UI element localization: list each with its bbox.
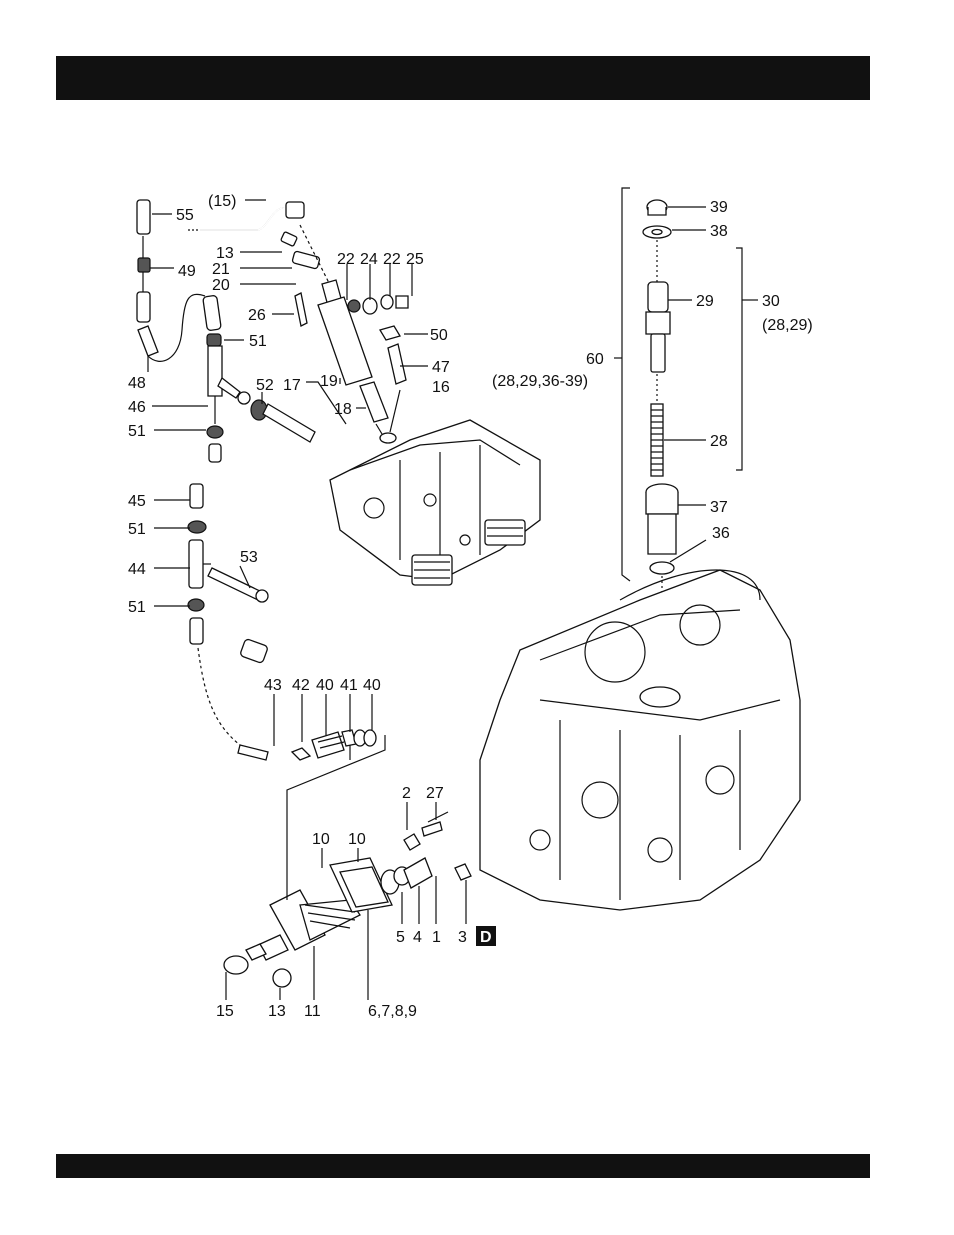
callout-25: 25 xyxy=(406,251,424,268)
callout-36: 36 xyxy=(712,525,730,542)
callout-13-top: 13 xyxy=(216,245,234,262)
callout-15-top: (15) xyxy=(208,193,236,210)
callout-60-sub: (28,29,36-39) xyxy=(492,373,588,390)
callout-51b: 51 xyxy=(128,423,146,440)
callout-51d: 51 xyxy=(128,599,146,616)
cylinder-head xyxy=(330,420,540,585)
callout-41: 41 xyxy=(340,677,358,694)
callout-11: 11 xyxy=(304,1003,321,1020)
callout-49: 49 xyxy=(178,263,196,280)
callout-15-bottom: 15 xyxy=(216,1003,234,1020)
callout-16: 16 xyxy=(432,379,450,396)
callout-18: 18 xyxy=(334,401,352,418)
callout-22b: 22 xyxy=(383,251,401,268)
callout-19: 19 xyxy=(320,373,338,390)
callout-45: 45 xyxy=(128,493,146,510)
callout-48: 48 xyxy=(128,375,146,392)
callout-5: 5 xyxy=(396,929,405,946)
callout-37: 37 xyxy=(710,499,728,516)
callout-40b: 40 xyxy=(363,677,381,694)
callout-24: 24 xyxy=(360,251,378,268)
callout-52: 52 xyxy=(256,377,274,394)
callout-46: 46 xyxy=(128,399,146,416)
callout-60: 60 xyxy=(586,351,604,368)
callout-51c: 51 xyxy=(128,521,146,538)
callout-d: D xyxy=(480,929,492,946)
callout-30: 30 xyxy=(762,293,780,310)
callout-44: 44 xyxy=(128,561,146,578)
injection-pipe xyxy=(139,638,269,974)
callout-55: 55 xyxy=(176,207,194,224)
callout-26: 26 xyxy=(248,307,266,324)
callout-21: 21 xyxy=(212,261,230,278)
callout-10a: 10 xyxy=(312,831,330,848)
callout-50: 50 xyxy=(430,327,448,344)
callout-29: 29 xyxy=(696,293,714,310)
callout-2: 2 xyxy=(402,785,411,802)
callout-53: 53 xyxy=(240,549,258,566)
callout-40a: 40 xyxy=(316,677,334,694)
callout-3: 3 xyxy=(458,929,467,946)
callout-51a: 51 xyxy=(249,333,267,350)
callout-47: 47 xyxy=(432,359,450,376)
callout-20: 20 xyxy=(212,277,230,294)
callout-4: 4 xyxy=(413,929,422,946)
callout-39: 39 xyxy=(710,199,728,216)
callout-6-7-8-9: 6,7,8,9 xyxy=(368,1003,417,1020)
callout-43: 43 xyxy=(264,677,282,694)
crankcase xyxy=(480,570,800,910)
callout-22a: 22 xyxy=(337,251,355,268)
callout-1: 1 xyxy=(432,929,441,946)
callout-28: 28 xyxy=(710,433,728,450)
callout-27: 27 xyxy=(426,785,444,802)
callout-10b: 10 xyxy=(348,831,366,848)
callout-42: 42 xyxy=(292,677,310,694)
callout-17: 17 xyxy=(283,377,301,394)
callout-13-bottom: 13 xyxy=(268,1003,286,1020)
callout-30-sub: (28,29) xyxy=(762,317,813,334)
callout-38: 38 xyxy=(710,223,728,240)
